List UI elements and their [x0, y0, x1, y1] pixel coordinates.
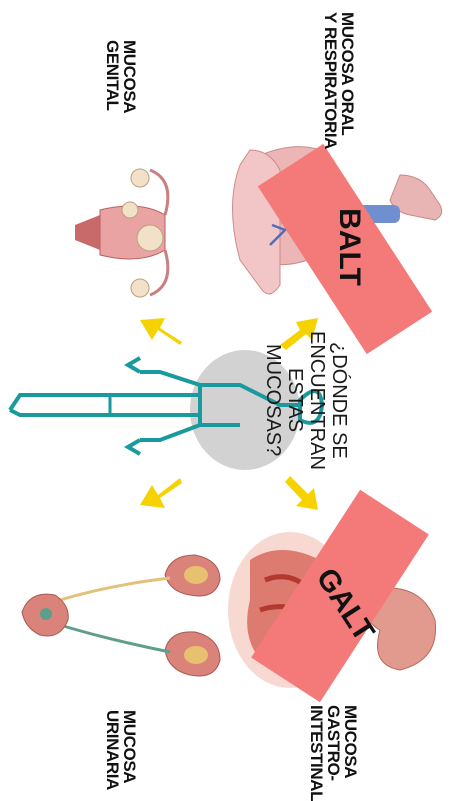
urinary-system-icon: [22, 555, 220, 676]
label-urinary: MUCOSA URINARIA: [104, 710, 138, 800]
balt-label: BALT: [332, 208, 366, 286]
label-oral-respiratory: MUCOSA ORAL Y RESPIRATORIA: [322, 12, 356, 182]
label-genital: MUCOSA GENITAL: [104, 40, 138, 130]
label-gastrointestinal: MUCOSA GASTRO- INTESTINAL: [308, 705, 359, 795]
central-question: ¿DÓNDE SE ENCUENTRAN ESTAS MUCOSAS?: [150, 305, 350, 495]
uterus-icon: [75, 169, 168, 297]
